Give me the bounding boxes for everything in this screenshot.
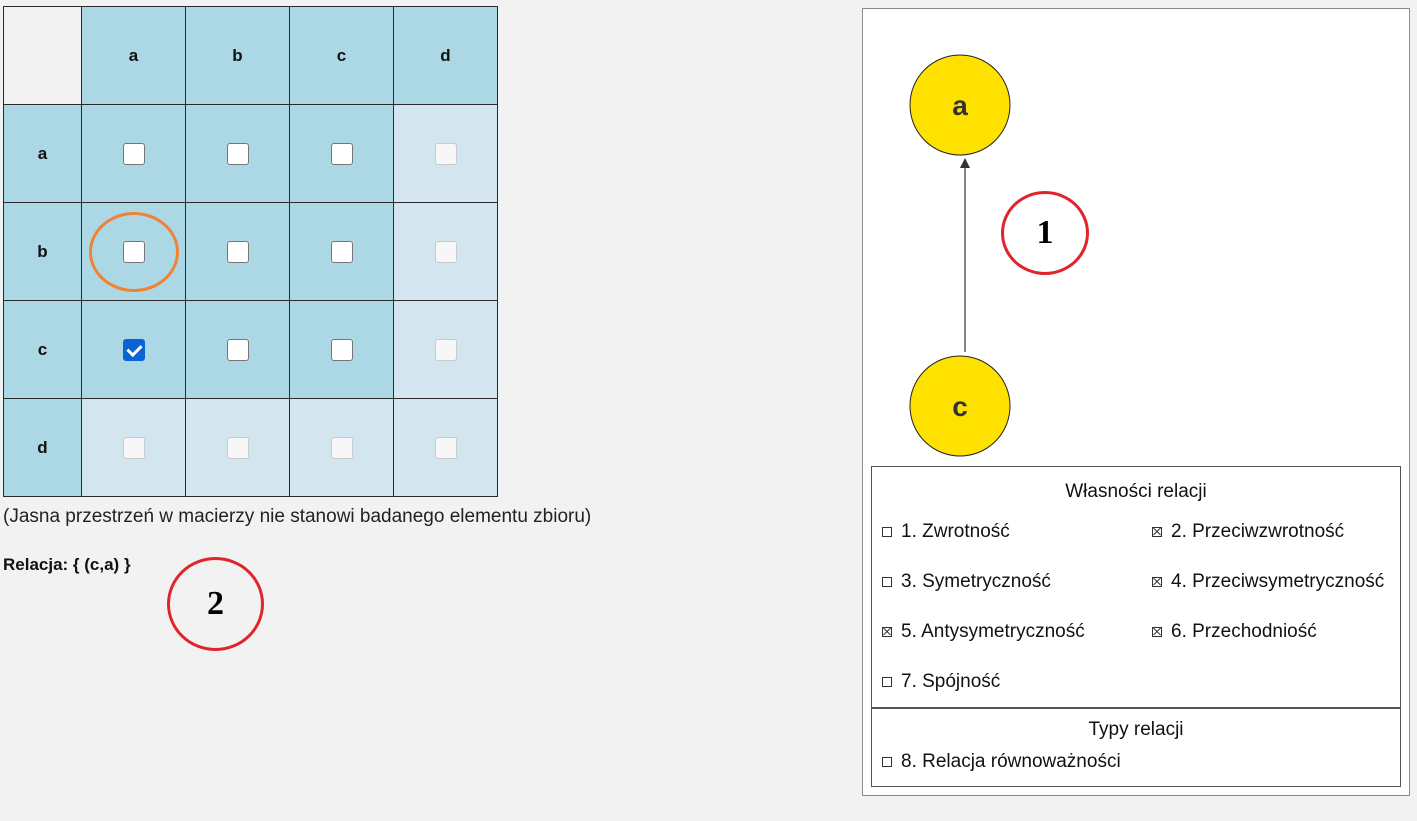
matrix-checkbox-c-b[interactable] [226,338,249,361]
graph-node-c[interactable]: c [909,355,1011,457]
matrix-cell-a-a [81,104,186,203]
matrix-cell-b-b [185,202,290,301]
relation-type-item-8: 8. Relacja równoważności [882,751,1121,773]
annotation-marker-1-label: 1 [1036,214,1054,251]
property-4-checkbox-icon [1152,577,1162,587]
property-6-checkbox-icon [1152,627,1162,637]
property-5-checkbox-icon [882,627,892,637]
property-6-label: 6. Przechodniość [1171,621,1317,642]
matrix-row-d: d [3,398,498,497]
column-header-a: a [81,6,186,105]
properties-box: Własności relacji 1. Zwrotność 2. Przeci… [871,466,1401,787]
matrix-row-c: c [3,300,498,399]
matrix-checkbox-d-c [330,436,353,459]
orange-highlight-circle [89,212,179,292]
matrix-cell-d-c [289,398,394,497]
annotation-marker-2-label: 2 [207,585,224,622]
matrix-checkbox-b-c[interactable] [330,240,353,263]
matrix-checkbox-b-d [434,240,457,263]
matrix-cell-c-b [185,300,290,399]
relation-type-8-label: 8. Relacja równoważności [901,751,1121,772]
row-header-a: a [3,104,82,203]
matrix-cell-b-d [393,202,498,301]
property-item-7: 7. Spójność [882,671,1000,693]
matrix-checkbox-d-b [226,436,249,459]
property-item-2: 2. Przeciwzwrotność [1152,521,1344,543]
annotation-marker-1: 1 [1001,191,1089,275]
property-4-label: 4. Przeciwsymetryczność [1171,571,1385,592]
column-header-b: b [185,6,290,105]
property-1-label: 1. Zwrotność [901,521,1010,542]
graph-node-c-label: c [952,391,968,422]
matrix-cell-a-c [289,104,394,203]
matrix-corner-cell [3,6,82,105]
relation-matrix: a b c d a b c d [3,6,498,497]
graph-node-a[interactable]: a [909,54,1011,156]
row-header-d: d [3,398,82,497]
matrix-hint-text: (Jasna przestrzeń w macierzy nie stanowi… [3,506,592,527]
matrix-checkbox-d-d [434,436,457,459]
graph-node-a-label: a [952,90,968,121]
matrix-checkbox-d-a [122,436,145,459]
property-2-checkbox-icon [1152,527,1162,537]
property-3-label: 3. Symetryczność [901,571,1051,592]
matrix-cell-a-b [185,104,290,203]
property-item-6: 6. Przechodniość [1152,621,1317,643]
property-item-1: 1. Zwrotność [882,521,1010,543]
relation-text: Relacja: { (c,a) } [3,555,131,574]
matrix-cell-c-a [81,300,186,399]
properties-title: Własności relacji [1065,481,1207,502]
property-2-label: 2. Przeciwzwrotność [1171,521,1345,542]
matrix-cell-d-d [393,398,498,497]
relation-type-8-checkbox-icon [882,757,892,767]
matrix-row-b: b [3,202,498,301]
property-item-5: 5. Antysymetryczność [882,621,1085,643]
matrix-checkbox-a-a[interactable] [122,142,145,165]
relation-graph: a c [909,54,1011,457]
matrix-cell-b-c [289,202,394,301]
matrix-checkbox-c-c[interactable] [330,338,353,361]
matrix-checkbox-b-b[interactable] [226,240,249,263]
matrix-checkbox-a-d [434,142,457,165]
row-header-c: c [3,300,82,399]
properties-divider [872,707,1400,709]
property-item-3: 3. Symetryczność [882,571,1051,593]
matrix-checkbox-a-c[interactable] [330,142,353,165]
column-header-d: d [393,6,498,105]
property-7-checkbox-icon [882,677,892,687]
matrix-cell-a-d [393,104,498,203]
row-header-b: b [3,202,82,301]
matrix-cell-c-d [393,300,498,399]
property-1-checkbox-icon [882,527,892,537]
property-5-label: 5. Antysymetryczność [901,621,1085,642]
matrix-cell-d-a [81,398,186,497]
matrix-checkbox-c-a[interactable] [122,338,145,361]
annotation-marker-2: 2 [167,557,264,651]
matrix-checkbox-a-b[interactable] [226,142,249,165]
matrix-cell-d-b [185,398,290,497]
matrix-cell-c-c [289,300,394,399]
relation-types-title: Typy relacji [1088,719,1184,740]
property-item-4: 4. Przeciwsymetryczność [1152,571,1384,593]
property-7-label: 7. Spójność [901,671,1001,692]
column-header-c: c [289,6,394,105]
relation-panel: a c Własności relacji 1. Zwrotność 2. Pr… [862,8,1410,796]
matrix-header-row: a b c d [3,6,498,105]
matrix-checkbox-c-d [434,338,457,361]
matrix-row-a: a [3,104,498,203]
property-3-checkbox-icon [882,577,892,587]
